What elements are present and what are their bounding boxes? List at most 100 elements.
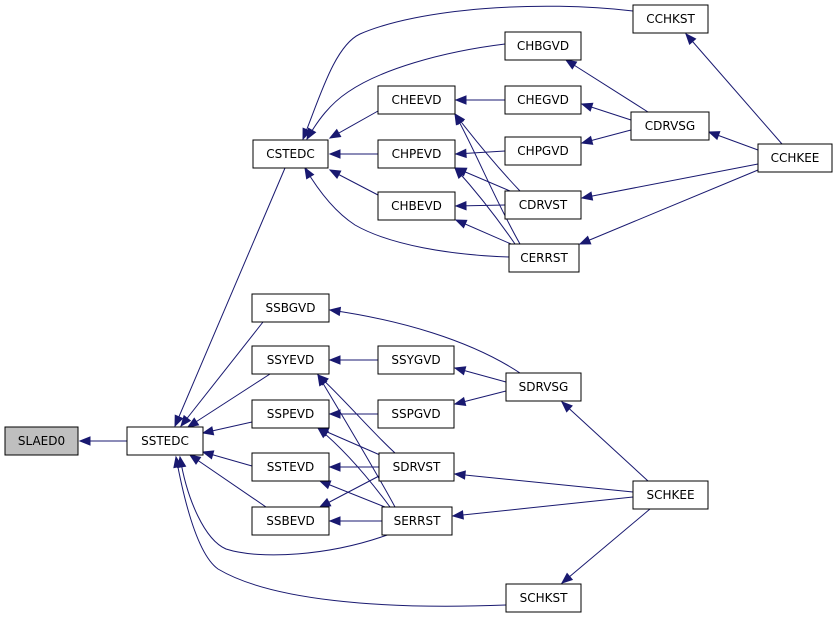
edge-line (317, 427, 381, 456)
node-label-chbgvd: CHBGVD (517, 39, 569, 53)
node-schkee[interactable]: SCHKEE (632, 480, 709, 510)
edge-serrst-to-sspevd (316, 427, 391, 508)
edge-chegvd-to-cheevd (454, 95, 505, 105)
edge-chpgvd-to-chpevd (454, 148, 506, 159)
node-cchkst[interactable]: CCHKST (632, 4, 709, 34)
edge-ssbevd-to-sstedc (188, 454, 267, 508)
arrowhead (454, 201, 467, 211)
edge-sdrvst-to-sstevd (328, 462, 379, 472)
edge-line (581, 163, 759, 199)
node-label-chpevd: CHPEVD (392, 147, 442, 161)
arrowhead (580, 191, 594, 201)
arrowhead (454, 148, 467, 159)
edge-schkee-to-serrst (451, 496, 634, 520)
node-chbevd[interactable]: CHBEVD (377, 191, 456, 221)
node-sstedc[interactable]: SSTEDC (126, 426, 204, 456)
node-ssbgvd[interactable]: SSBGVD (251, 293, 330, 323)
arrowhead (328, 355, 341, 365)
arrowhead (201, 450, 215, 460)
edge-serrst-to-ssbevd (328, 516, 382, 526)
node-label-ssbevd: SSBEVD (266, 514, 315, 528)
node-cdrvsg[interactable]: CDRVSG (630, 111, 710, 141)
edge-cchkee-to-cchkst (685, 32, 783, 145)
edge-schkee-to-sdrvsg (561, 401, 649, 482)
arrowhead (328, 516, 341, 526)
edge-sdrvsg-to-ssbgvd (328, 306, 521, 374)
edge-line (317, 427, 391, 508)
arrowhead (454, 112, 465, 126)
edge-sstedc-to-slaed0 (78, 436, 127, 446)
node-label-sdrvsg: SDRVSG (519, 380, 569, 394)
arrowhead (454, 167, 466, 179)
edge-line (565, 59, 649, 113)
arrowhead (180, 414, 192, 428)
arrowhead (328, 409, 341, 419)
node-label-cdrvsg: CDRVSG (645, 119, 695, 133)
edge-schkee-to-sdrvst (453, 470, 634, 493)
arrowhead (316, 427, 330, 439)
node-ssyevd[interactable]: SSYEVD (251, 345, 330, 375)
edge-ssyevd-to-sstedc (186, 373, 271, 428)
arrowhead (318, 480, 332, 490)
node-sdrvsg[interactable]: SDRVSG (505, 372, 582, 402)
node-cheevd[interactable]: CHEEVD (377, 85, 456, 115)
edge-line (179, 456, 391, 556)
node-chpevd[interactable]: CHPEVD (377, 139, 456, 169)
edge-line (175, 456, 507, 607)
arrowhead (328, 149, 341, 159)
node-sspgvd[interactable]: SSPGVD (377, 399, 455, 429)
node-label-chpgvd: CHPGVD (517, 144, 568, 158)
node-label-schkst: SCHKST (520, 591, 569, 605)
node-sspevd[interactable]: SSPEVD (251, 399, 330, 429)
arrowhead (328, 128, 342, 139)
edge-sspgvd-to-sspevd (328, 409, 378, 419)
node-label-cdrvst: CDRVST (519, 198, 568, 212)
edge-line (317, 374, 396, 508)
node-chbgvd[interactable]: CHBGVD (504, 31, 582, 61)
arrowhead (173, 455, 183, 469)
arrowhead (578, 235, 592, 245)
node-slaed0[interactable]: SLAED0 (4, 426, 79, 456)
node-label-ssbgvd: SSBGVD (265, 301, 315, 315)
node-label-sspgvd: SSPGVD (391, 407, 440, 421)
edge-serrst-to-ssyevd (317, 373, 396, 508)
node-sstevd[interactable]: SSTEVD (251, 452, 330, 482)
node-label-cerrst: CERRST (520, 251, 568, 265)
arrowhead (78, 436, 91, 446)
node-cdrvst[interactable]: CDRVST (504, 190, 582, 220)
node-cerrst[interactable]: CERRST (508, 243, 580, 273)
arrowhead (304, 166, 315, 180)
node-cchkee[interactable]: CCHKEE (757, 143, 833, 173)
arrowhead (317, 373, 328, 387)
node-chegvd[interactable]: CHEGVD (504, 85, 582, 115)
edge-cdrvsg-to-chpgvd (580, 129, 632, 145)
node-label-sstedc: SSTEDC (141, 434, 189, 448)
edge-line (180, 321, 264, 427)
edge-cerrst-to-chbevd (454, 219, 512, 245)
edge-line (306, 43, 506, 140)
arrowhead (186, 417, 200, 428)
node-serrst[interactable]: SERRST (381, 506, 453, 536)
edge-line (685, 33, 783, 145)
edge-sdrvsg-to-ssygvd (453, 366, 507, 383)
node-sdrvst[interactable]: SDRVST (378, 452, 455, 482)
arrowhead (453, 470, 466, 480)
edge-line (452, 496, 634, 517)
node-ssbevd[interactable]: SSBEVD (251, 506, 330, 536)
arrowhead (451, 510, 464, 520)
node-label-serrst: SERRST (394, 514, 441, 528)
edge-chpevd-to-cstedc (328, 149, 378, 159)
arrowhead (580, 102, 594, 112)
edge-cstedc-to-sstedc (174, 167, 286, 428)
edge-line (561, 401, 649, 482)
edge-cerrst-to-chpevd (454, 167, 516, 245)
node-schkst[interactable]: SCHKST (505, 583, 582, 613)
node-chpgvd[interactable]: CHPGVD (504, 136, 582, 166)
node-label-ssygvd: SSYGVD (391, 353, 440, 367)
node-cstedc[interactable]: CSTEDC (252, 139, 329, 169)
arrowhead (561, 401, 573, 413)
edge-line (561, 508, 651, 584)
edge-line (454, 113, 521, 245)
node-ssygvd[interactable]: SSYGVD (377, 345, 455, 375)
